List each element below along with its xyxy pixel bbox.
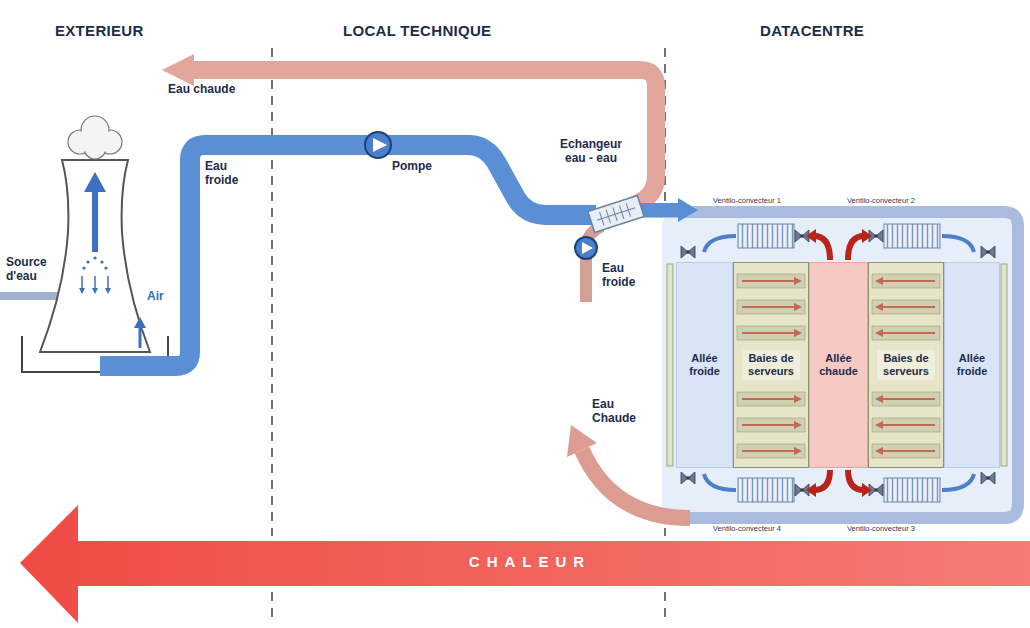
heat-exchanger [588, 196, 644, 233]
arrow-head [567, 425, 597, 457]
unit-label: Ventilo-convecteur 2 [846, 197, 916, 206]
pump-symbol [575, 237, 597, 259]
hot-aisle: Allée chaude [809, 262, 868, 468]
aisle-panel [1001, 264, 1007, 466]
heat-label: CHALEUR [380, 553, 680, 570]
cold-aisle: Allée froide [944, 262, 1000, 468]
datacentre-room [662, 212, 1018, 518]
unit-label: Ventilo-convecteur 4 [712, 525, 782, 534]
arrow-head [678, 198, 698, 222]
server-rack: Baies de serveurs [868, 262, 944, 468]
cold-aisle: Allée froide [676, 262, 733, 468]
water-loop [640, 212, 1018, 518]
node-text: Baies de serveurs [742, 350, 800, 379]
flow-label: Eau chaude [168, 83, 235, 97]
cold-air-flow [704, 236, 974, 490]
cold-water-pipe [100, 145, 596, 366]
water-source [0, 292, 58, 300]
component-label: Pompe [392, 160, 432, 174]
arrow-head [162, 54, 194, 86]
zone-title: LOCAL TECHNIQUE [343, 22, 491, 39]
flow-label: Air [147, 290, 164, 304]
flow-label: Eau froide [602, 262, 648, 290]
node-text: Baies de serveurs [877, 350, 935, 379]
zone-title: DATACENTRE [760, 22, 864, 39]
unit-label: Ventilo-convecteur 1 [712, 197, 782, 206]
zone-title: EXTERIEUR [55, 22, 144, 39]
heat-arrow [20, 505, 1030, 623]
unit-label: Ventilo-convecteur 3 [846, 525, 916, 534]
zone-separator [272, 48, 665, 622]
node-text: Allée froide [680, 352, 730, 377]
cooling-tower [0, 116, 168, 372]
flow-label: Eau Chaude [592, 398, 644, 426]
component-label: Source d'eau [6, 256, 58, 284]
flow-label: Eau froide [205, 160, 251, 188]
node-text: Allée froide [947, 352, 997, 377]
server-rack: Baies de serveurs [733, 262, 809, 468]
arrow-head [806, 229, 872, 497]
node-text: Allée chaude [812, 352, 866, 377]
pump-symbol [365, 132, 391, 158]
component-label: Echangeur eau - eau [548, 138, 634, 166]
aisle-panel [667, 264, 673, 466]
hot-water-return [582, 450, 690, 518]
